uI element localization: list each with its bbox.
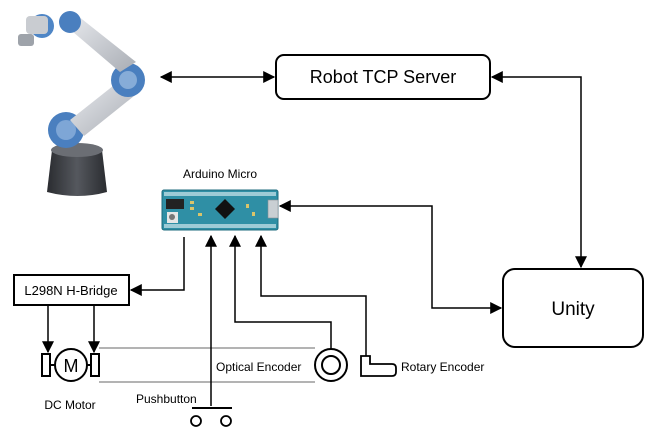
h-bridge-node: L298N H-Bridge <box>13 274 130 306</box>
rotary-encoder-label: Rotary Encoder <box>401 360 484 374</box>
robot-arm-icon <box>18 11 145 196</box>
rotary-encoder-to-arduino-link <box>255 234 367 356</box>
motor-symbol-label: M <box>64 356 79 376</box>
arduino-to-unity-link <box>278 200 503 314</box>
h-bridge-label: L298N H-Bridge <box>24 283 117 298</box>
mechanical-link <box>99 347 315 383</box>
connections <box>42 71 587 406</box>
optical-encoder-to-arduino-link <box>229 234 332 349</box>
optical-encoder-label: Optical Encoder <box>216 360 301 374</box>
robot-tcp-server-label: Robot TCP Server <box>310 67 456 87</box>
arduino-micro-label: Arduino Micro <box>183 167 257 181</box>
dc-motor-icon: M <box>41 348 100 382</box>
rotary-encoder-icon <box>360 355 397 377</box>
pushbutton-icon <box>190 407 232 427</box>
unity-node: Unity <box>502 268 644 348</box>
server-to-unity-link <box>490 71 587 269</box>
robot-tcp-server-node: Robot TCP Server <box>275 54 491 100</box>
unity-label: Unity <box>551 299 595 320</box>
optical-encoder-icon <box>314 348 348 382</box>
pushbutton-label: Pushbutton <box>136 392 197 406</box>
arduino-board-icon <box>161 189 279 231</box>
dc-motor-label: DC Motor <box>44 398 95 412</box>
arduino-to-hbridge-link <box>129 237 185 296</box>
